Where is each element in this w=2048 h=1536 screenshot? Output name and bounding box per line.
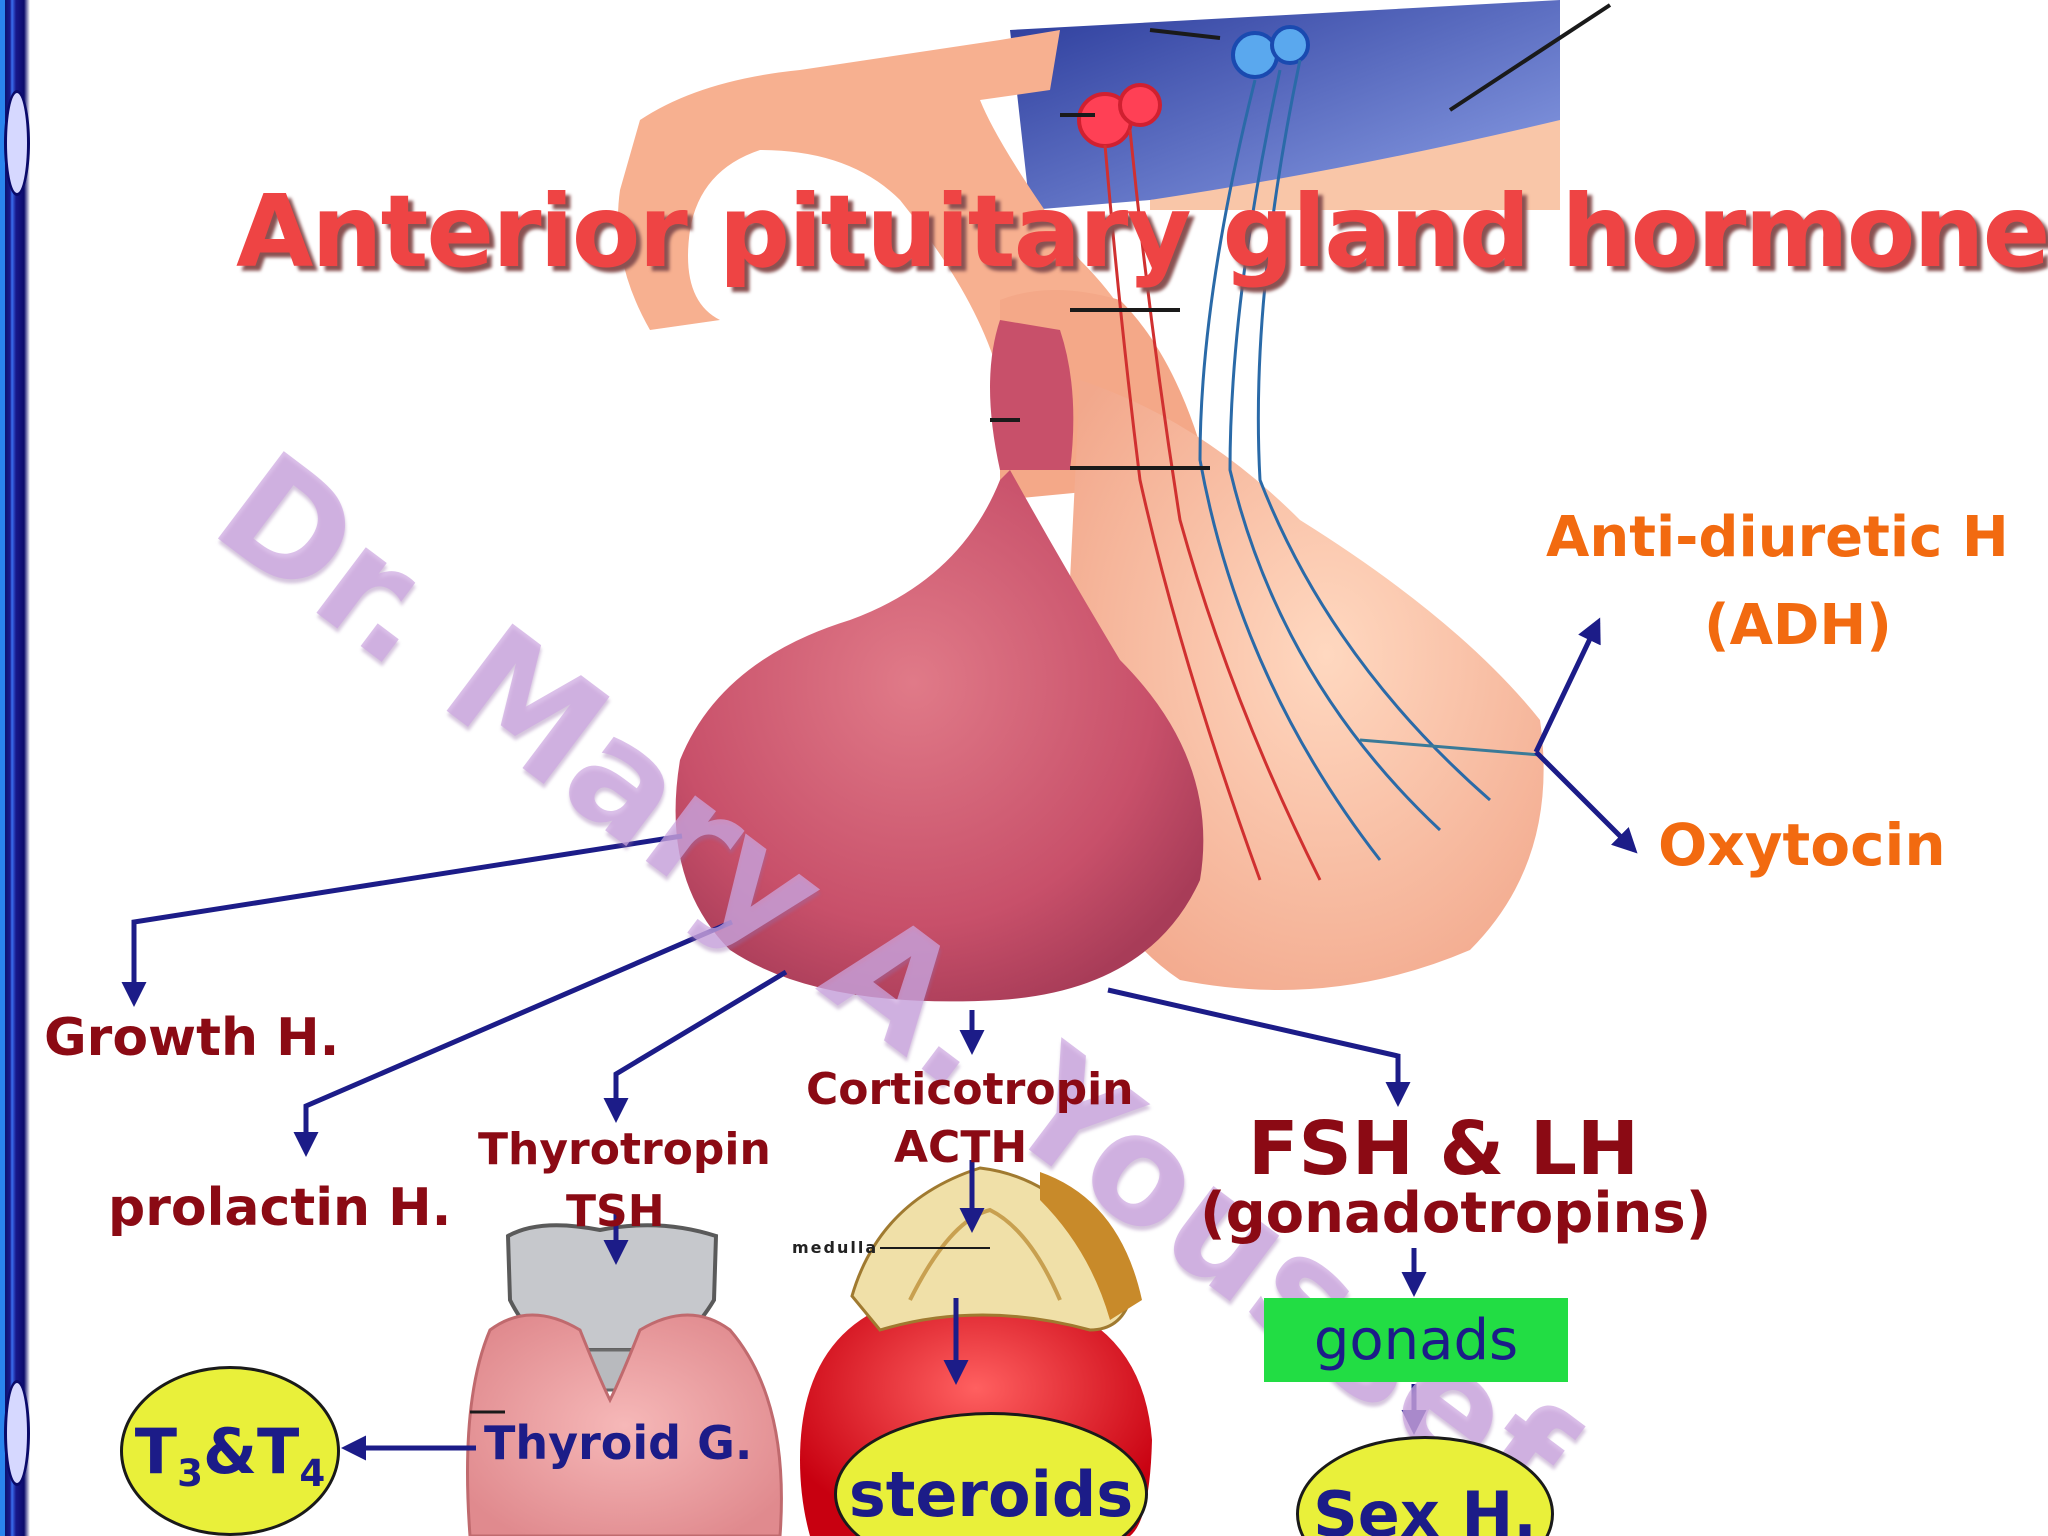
- tsh-label: TSH: [566, 1186, 665, 1237]
- acth-label: ACTH: [894, 1122, 1028, 1173]
- anterior-lobe: [675, 470, 1204, 1002]
- adrenal-medulla-zone: [908, 1207, 1062, 1301]
- adh-label: Anti-diuretic H: [1546, 505, 2009, 570]
- brain-curve: [1150, 120, 1560, 210]
- oxytocin-label: Oxytocin: [1658, 811, 1946, 879]
- page-title: Anterior pituitary gland hormones: [236, 173, 2048, 290]
- neuron-cell-red: [1118, 83, 1162, 127]
- tsh-arrow: [603, 969, 788, 1123]
- thyroid-gland-label: Thyroid G.: [484, 1416, 753, 1470]
- gonadotropin-arrow: [1107, 987, 1411, 1107]
- neuron-cell-blue: [1270, 25, 1310, 65]
- adrenal-medulla-label: medulla: [792, 1238, 879, 1257]
- oxytocin-arrow: [1534, 750, 1638, 854]
- neuron-cell-blue: [1231, 31, 1279, 79]
- t3-t4-badge: T3&T4: [120, 1366, 340, 1536]
- adrenal-outer-capsule: [1040, 1172, 1142, 1320]
- thyrotropin-label: Thyrotropin: [478, 1124, 771, 1175]
- side-bar-notch: [4, 90, 30, 196]
- side-bar-notch: [4, 1380, 30, 1486]
- fsh-lh-label: FSH & LH: [1248, 1106, 1639, 1192]
- axon-fibers: [1103, 59, 1541, 881]
- pars-tuberalis: [990, 320, 1074, 470]
- slide-side-bar: [0, 0, 30, 1536]
- pointer-lines: [990, 3, 1612, 470]
- gonads-box: gonads: [1264, 1298, 1568, 1382]
- prolactin-label: prolactin H.: [108, 1178, 452, 1238]
- prolactin-arrow: [293, 919, 733, 1157]
- steroids-badge: steroids: [834, 1412, 1148, 1536]
- corticotropin-label: Corticotropin: [806, 1064, 1134, 1115]
- adh-abbr-label: (ADH): [1704, 593, 1892, 658]
- thyroid-lobes: [466, 1313, 783, 1536]
- growth-hormone-label: Growth H.: [44, 1008, 340, 1068]
- adh-arrow: [1533, 617, 1601, 754]
- growth-arrow: [121, 833, 683, 1007]
- gonadotropins-label: (gonadotropins): [1200, 1181, 1712, 1246]
- infundibulum-arm: [618, 30, 1142, 380]
- t3-t4-text: T3&T4: [134, 1414, 326, 1495]
